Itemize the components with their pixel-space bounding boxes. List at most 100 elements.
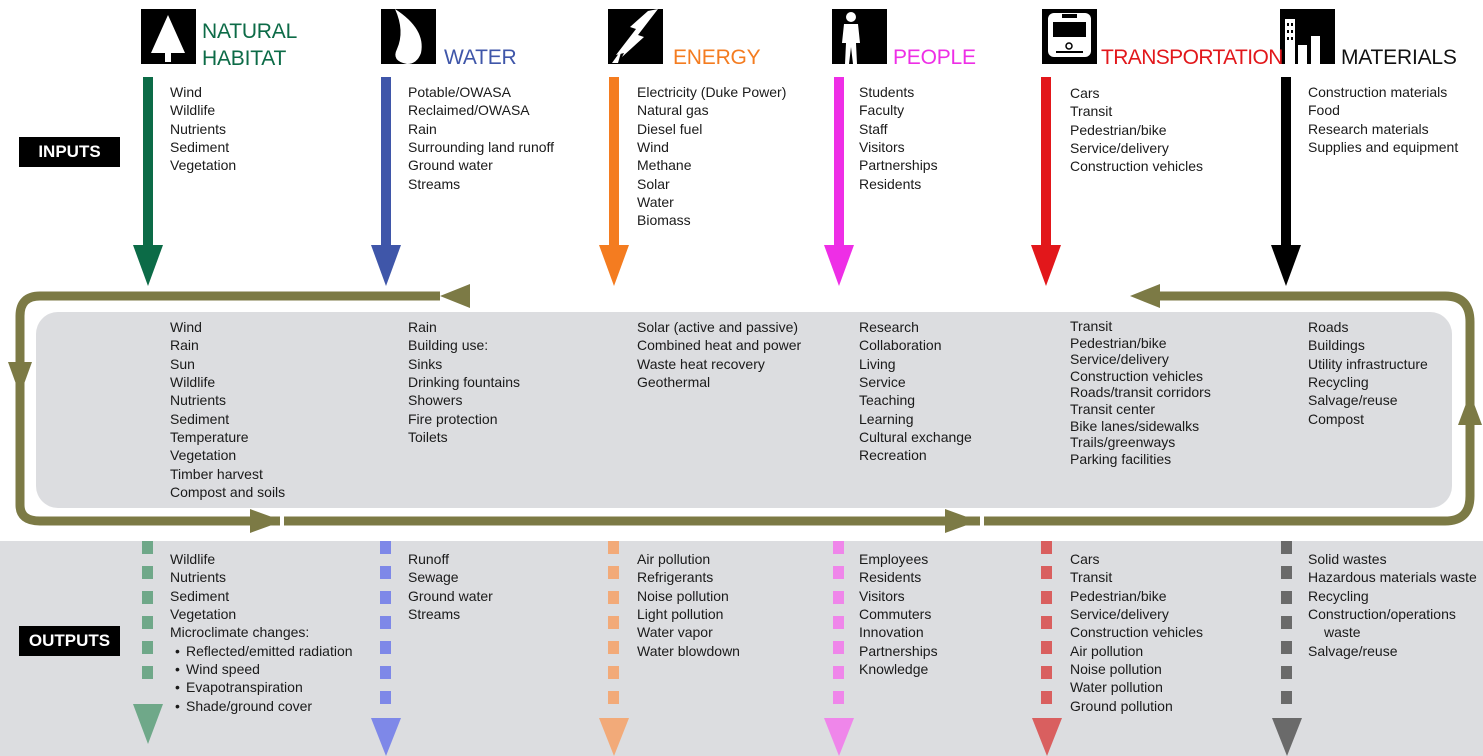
people-inputs: Students Faculty Staff Visitors Partners… (859, 83, 938, 193)
cycle-arrowhead (945, 509, 978, 533)
list-item: Toilets (408, 429, 448, 446)
natural-habitat-cycle: Wind Rain Sun Wildlife Nutrients Sedimen… (170, 318, 285, 501)
bullet-item: Evapotranspiration (170, 678, 353, 696)
list-item: waste (1324, 624, 1361, 641)
list-item: Pedestrian/bike (1070, 334, 1167, 351)
water-inputs: Potable/OWASA Reclaimed/OWASA Rain Surro… (408, 83, 554, 193)
list-item: Solar (637, 175, 670, 192)
bullet-item: Shade/ground cover (170, 697, 353, 715)
materials-outputs: Solid wastes Hazardous materials waste R… (1308, 550, 1477, 660)
list-item: Compost and soils (170, 484, 286, 501)
list-item: Recreation (859, 447, 927, 464)
list-item: Visitors (859, 587, 905, 604)
list-item: Solar (active and passive) (637, 319, 799, 335)
list-item: Methane (637, 157, 692, 174)
list-item: Surrounding land runoff (408, 139, 555, 156)
train-icon (1042, 9, 1097, 64)
list-item: Construction/operations (1308, 606, 1456, 623)
list-item: Reclaimed/OWASA (408, 102, 530, 119)
water-title: WATER (444, 46, 517, 69)
list-item: Air pollution (637, 551, 711, 567)
water-cycle: Rain Building use: Sinks Drinking founta… (408, 318, 520, 446)
lightning-icon (608, 9, 663, 64)
list-item: Living (859, 355, 896, 372)
list-item: Refrigerants (637, 569, 714, 586)
materials-title: MATERIALS (1341, 46, 1457, 69)
list-item: Salvage/reuse (1308, 392, 1398, 409)
list-item: Temperature (170, 429, 249, 446)
cycle-arrowhead (1458, 393, 1482, 425)
list-item: Noise pollution (637, 587, 729, 604)
list-item: Cultural exchange (859, 429, 972, 446)
list-item: Nutrients (170, 392, 227, 409)
water-outputs: Runoff Sewage Ground water Streams (408, 550, 493, 623)
list-item: Fire protection (408, 410, 498, 427)
list-item: Sewage (408, 569, 459, 586)
list-item: Wind (170, 319, 202, 335)
energy-cycle: Solar (active and passive) Combined heat… (637, 318, 801, 391)
transportation-title: TRANSPORTATION (1101, 46, 1283, 69)
list-item: Innovation (859, 624, 924, 641)
list-item: Streams (408, 175, 461, 192)
list-item: Rain (408, 319, 437, 335)
cycle-arrowhead (8, 362, 32, 395)
list-item: Service (859, 374, 906, 391)
people-outputs: Employees Residents Visitors Commuters I… (859, 550, 938, 678)
list-item: Light pollution (637, 606, 724, 623)
list-item: Food (1308, 102, 1340, 119)
list-item: Water (637, 194, 674, 211)
materials-inputs: Construction materials Food Research mat… (1308, 83, 1458, 156)
natural-habitat-inputs: Wind Wildlife Nutrients Sediment Vegetat… (170, 83, 236, 175)
list-item: Commuters (859, 606, 932, 623)
energy-outputs: Air pollution Refrigerants Noise polluti… (637, 550, 740, 660)
cycle-arrowhead (440, 284, 470, 308)
list-item: Biomass (637, 212, 691, 229)
list-item: Electricity (Duke Power) (637, 84, 787, 100)
list-item: Geothermal (637, 374, 711, 391)
buildings-icon (1280, 9, 1335, 64)
list-item: Construction materials (1308, 84, 1448, 100)
list-item: Sun (170, 355, 195, 372)
list-item: Construction vehicles (1070, 624, 1204, 641)
list-item: Drinking fountains (408, 374, 521, 391)
energy-inputs: Electricity (Duke Power) Natural gas Die… (637, 83, 786, 230)
list-item: Air pollution (1070, 642, 1144, 659)
list-item: Sediment (170, 139, 230, 156)
tree-icon (141, 9, 196, 64)
list-item: Streams (408, 606, 461, 623)
list-item: Knowledge (859, 661, 929, 678)
list-item: Construction vehicles (1070, 158, 1204, 175)
list-item: Nutrients (170, 120, 227, 137)
list-item: Wildlife (170, 374, 216, 391)
list-item: Vegetation (170, 447, 237, 464)
list-item: Cars (1070, 551, 1100, 567)
output-arrows (133, 541, 1302, 756)
list-item: Building use: (408, 337, 489, 354)
list-item: Compost (1308, 410, 1365, 427)
list-item: Recycling (1308, 374, 1369, 391)
list-item: Trails/greenways (1070, 434, 1176, 451)
materials-cycle: Roads Buildings Utility infrastructure R… (1308, 318, 1428, 428)
list-item: Bike lanes/sidewalks (1070, 417, 1200, 434)
list-item: Construction vehicles (1070, 367, 1204, 384)
list-item: Sinks (408, 355, 443, 372)
list-item: Microclimate changes: (170, 624, 310, 641)
list-item: Solid wastes (1308, 551, 1387, 567)
list-item: Sediment (170, 410, 230, 427)
input-arrows (133, 77, 1301, 286)
list-item: Transit (1070, 318, 1113, 334)
transportation-inputs: Cars Transit Pedestrian/bike Service/del… (1070, 84, 1203, 176)
list-item: Partnerships (859, 157, 938, 174)
list-item: Roads/transit corridors (1070, 384, 1211, 401)
list-item: Transit (1070, 103, 1113, 120)
list-item: Students (859, 84, 915, 100)
natural-habitat-outputs: Wildlife Nutrients Sediment Vegetation M… (170, 550, 353, 715)
list-item: Sediment (170, 587, 230, 604)
cycle-arrowhead (1130, 284, 1160, 308)
person-icon (832, 9, 887, 64)
bullet-item: Reflected/emitted radiation (170, 642, 353, 660)
list-item: Supplies and equipment (1308, 139, 1459, 156)
cycle-box (36, 312, 1452, 508)
